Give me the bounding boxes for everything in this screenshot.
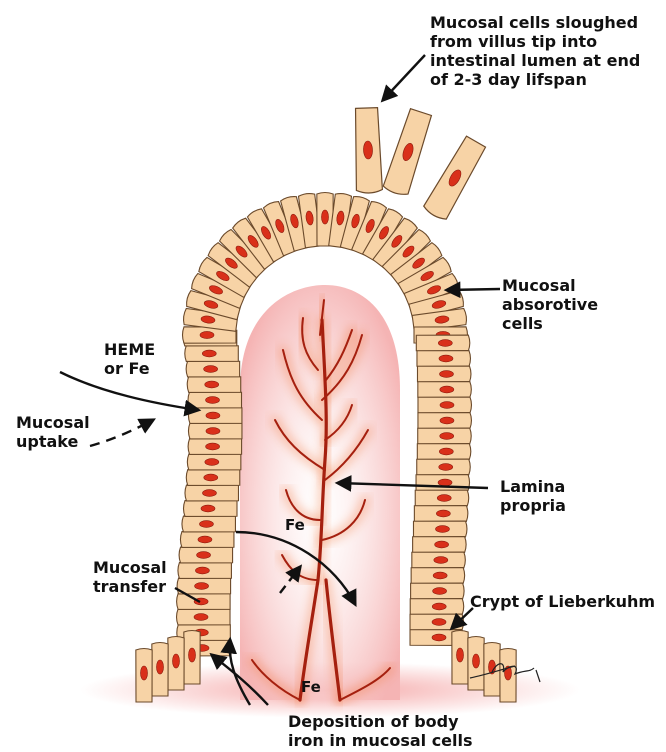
- cell-nucleus: [206, 428, 220, 435]
- cell-nucleus: [195, 583, 209, 590]
- cell-nucleus: [439, 371, 453, 378]
- cell-nucleus: [197, 552, 211, 559]
- cell-nucleus: [195, 567, 209, 574]
- label-mucosal-uptake: Mucosal uptake: [16, 413, 90, 451]
- cell-nucleus: [188, 648, 195, 662]
- cell-nucleus: [156, 660, 163, 674]
- label-lamina-line-2: propria: [500, 496, 566, 515]
- cell-nucleus: [434, 557, 448, 564]
- cell-nucleus: [199, 521, 213, 528]
- label-lamina-line-1: Lamina: [500, 477, 566, 496]
- cell-nucleus: [440, 386, 454, 393]
- cell-nucleus: [439, 448, 453, 455]
- cell-nucleus: [433, 588, 447, 595]
- label-heme: HEME or Fe: [104, 340, 155, 378]
- sloughed-cell: [422, 135, 487, 222]
- cell-nucleus: [206, 412, 220, 419]
- label-transfer-line-1: Mucosal: [93, 558, 167, 577]
- sloughed-cell: [354, 108, 383, 194]
- cell-nucleus: [204, 366, 218, 373]
- cell-nucleus: [435, 541, 449, 548]
- cell-nucleus: [440, 402, 454, 409]
- cell-nucleus: [198, 536, 212, 543]
- label-sloughed-line-3: intestinal lumen at end: [430, 51, 640, 70]
- label-lamina-propria: Lamina propria: [500, 477, 566, 515]
- cell-nucleus: [140, 666, 147, 680]
- label-fe-upper: Fe: [285, 516, 305, 535]
- label-heme-line-2: or Fe: [104, 359, 155, 378]
- cell-nucleus: [205, 459, 219, 466]
- label-sloughed-line-4: of 2-3 day lifspan: [430, 70, 640, 89]
- cell-nucleus: [206, 397, 220, 404]
- cell-nucleus: [440, 417, 454, 424]
- label-absorptive-cells: Mucosal absorotive cells: [502, 276, 598, 333]
- cell-nucleus: [202, 350, 216, 357]
- cell-nucleus: [200, 331, 214, 338]
- cell-nucleus: [201, 505, 215, 512]
- cell-nucleus: [439, 464, 453, 471]
- label-uptake-line-1: Mucosal: [16, 413, 90, 432]
- label-sloughed-line-1: Mucosal cells sloughed: [430, 13, 640, 32]
- cell-nucleus: [438, 479, 452, 486]
- cell-nucleus: [204, 474, 218, 481]
- label-uptake-line-2: uptake: [16, 432, 90, 451]
- label-absorptive-line-1: Mucosal: [502, 276, 598, 295]
- cell-nucleus: [172, 654, 179, 668]
- cell-nucleus: [206, 443, 220, 450]
- label-deposition-line-2: iron in mucosal cells: [288, 731, 473, 750]
- label-deposition-line-1: Deposition of body: [288, 712, 473, 731]
- arrow-uptake: [90, 420, 153, 446]
- cell-nucleus: [432, 634, 446, 641]
- sloughed-cell: [382, 108, 433, 197]
- cell-nucleus: [433, 572, 447, 579]
- label-mucosal-transfer: Mucosal transfer: [93, 558, 167, 596]
- label-heme-line-1: HEME: [104, 340, 155, 359]
- label-fe-lower: Fe: [301, 678, 321, 697]
- label-absorptive-line-3: cells: [502, 314, 598, 333]
- arrow-sloughed: [383, 55, 425, 100]
- label-absorptive-line-2: absorotive: [502, 295, 598, 314]
- cell-nucleus: [440, 433, 454, 440]
- cell-nucleus: [194, 614, 208, 621]
- cell-nucleus: [432, 603, 446, 610]
- cell-nucleus: [432, 619, 446, 626]
- label-crypt: Crypt of Lieberkuhm: [470, 592, 655, 611]
- label-transfer-line-2: transfer: [93, 577, 167, 596]
- cell-nucleus: [472, 654, 479, 668]
- cell-nucleus: [321, 210, 328, 224]
- cell-nucleus: [438, 340, 452, 347]
- cell-nucleus: [205, 381, 219, 388]
- arrow-absorptive: [447, 289, 500, 290]
- label-sloughed-cells: Mucosal cells sloughed from villus tip i…: [430, 13, 640, 89]
- cell-nucleus: [456, 648, 463, 662]
- cell-nucleus: [435, 526, 449, 533]
- label-sloughed-line-2: from villus tip into: [430, 32, 640, 51]
- cell-nucleus: [436, 510, 450, 517]
- cell-nucleus: [439, 355, 453, 362]
- label-deposition: Deposition of body iron in mucosal cells: [288, 712, 473, 750]
- cell-nucleus: [437, 495, 451, 502]
- cell-nucleus: [202, 490, 216, 497]
